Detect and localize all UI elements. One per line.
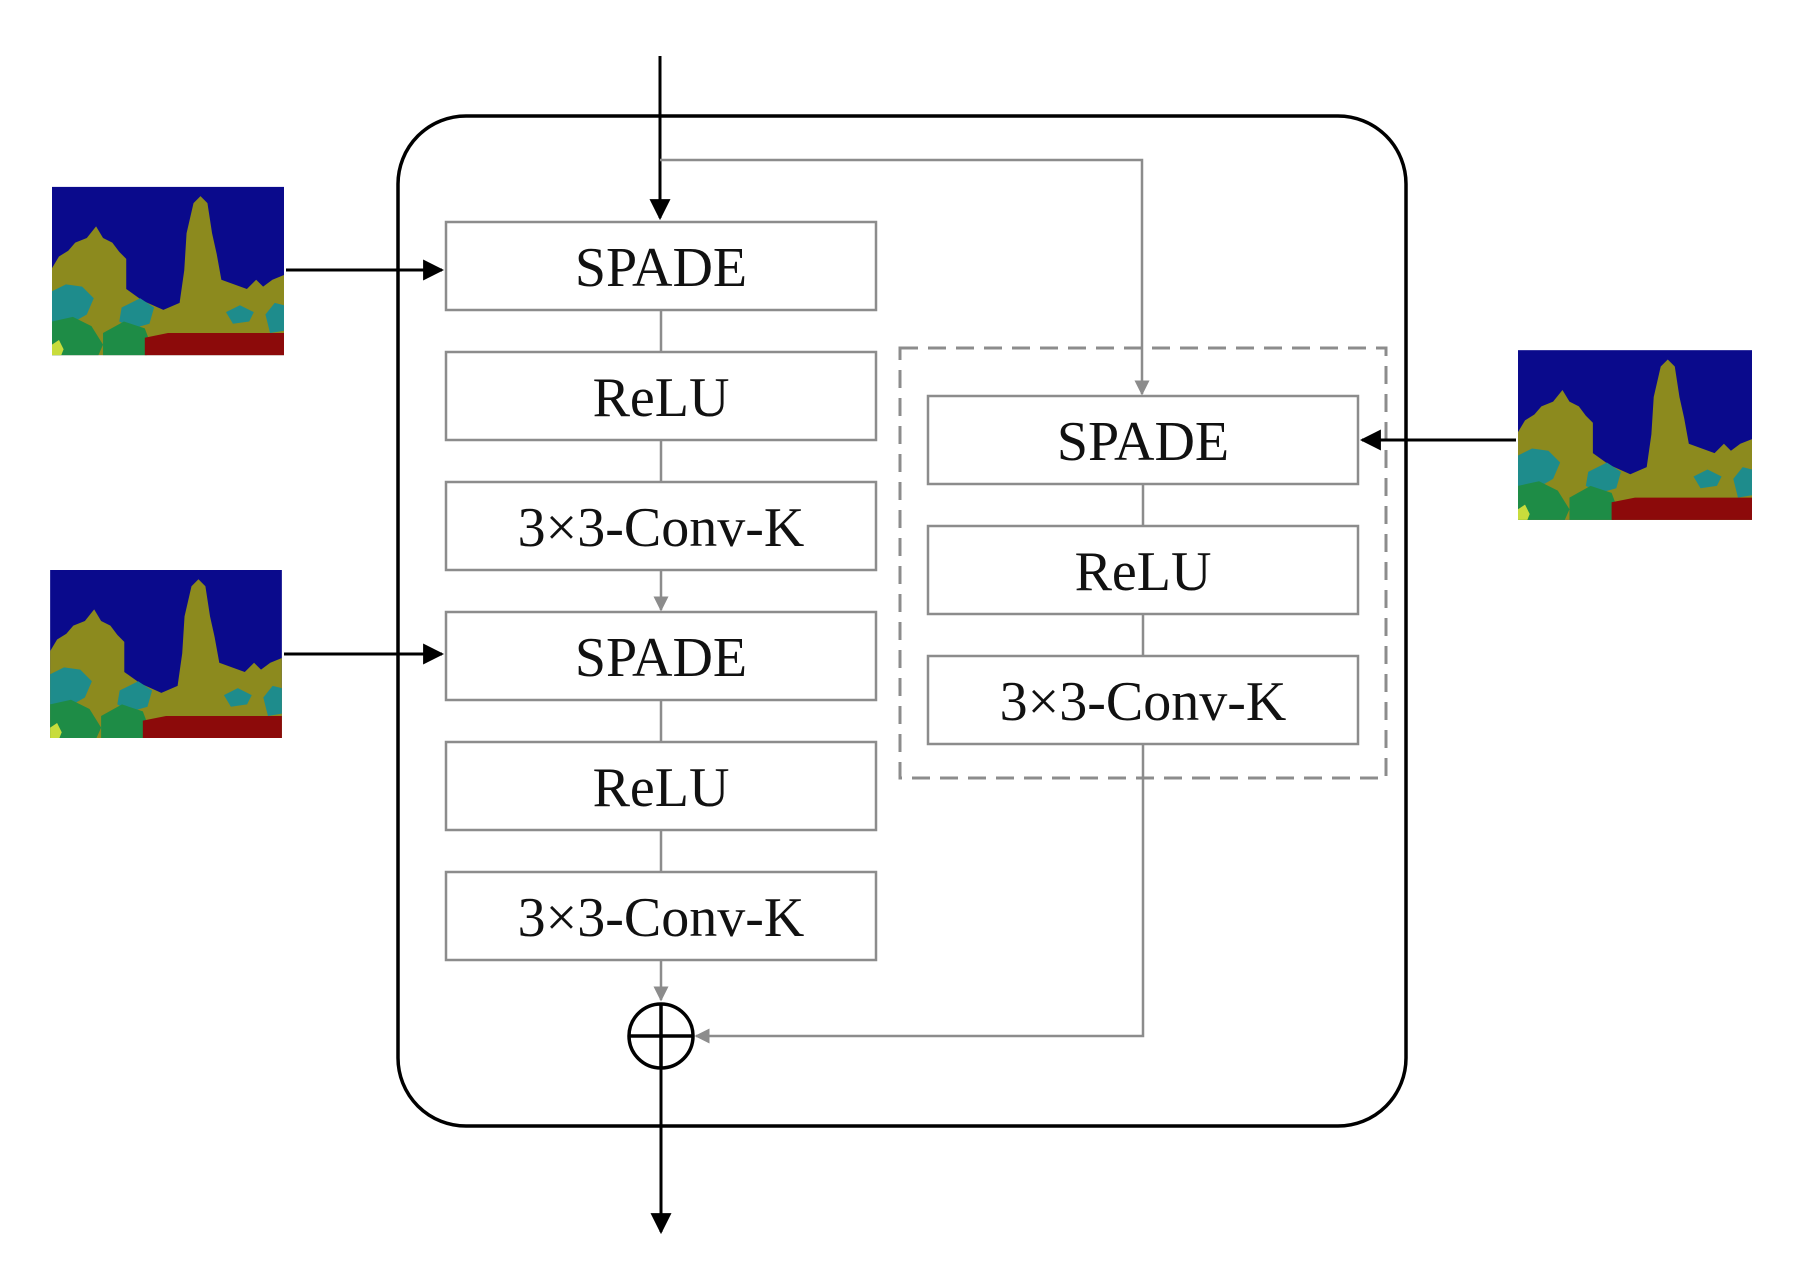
main-spade-2-block: SPADE	[444, 610, 878, 702]
shortcut-branch: SPADE ReLU 3×3-Conv-K	[694, 394, 1360, 1044]
main-spade-2-label: SPADE	[575, 627, 747, 689]
shortcut-relu-block: ReLU	[926, 524, 1360, 616]
main-relu-2-block: ReLU	[444, 740, 878, 832]
shortcut-spade-block: SPADE	[926, 394, 1360, 486]
shortcut-input-connector	[660, 158, 1150, 396]
shortcut-relu-label: ReLU	[1075, 541, 1212, 603]
segmentation-map-image-3	[1518, 350, 1752, 520]
segmentation-map-image-2	[50, 570, 282, 738]
shortcut-to-sum-connector	[694, 744, 1145, 1044]
shortcut-conv-label: 3×3-Conv-K	[1000, 671, 1287, 733]
main-conv-1-label: 3×3-Conv-K	[518, 497, 805, 559]
resblk-outer-frame	[396, 114, 1408, 1128]
main-conv-1-block: 3×3-Conv-K	[444, 480, 878, 572]
circle-plus-icon	[627, 1002, 695, 1070]
main-branch: SPADE ReLU 3×3-Conv-K SPADE ReLU 3×3-Con…	[444, 220, 878, 1002]
main-relu-2-label: ReLU	[593, 757, 730, 819]
main-spade-1-label: SPADE	[575, 237, 747, 299]
shortcut-spade-label: SPADE	[1057, 411, 1229, 473]
main-conv-2-block: 3×3-Conv-K	[444, 870, 878, 962]
main-spade-1-block: SPADE	[444, 220, 878, 312]
shortcut-conv-block: 3×3-Conv-K	[926, 654, 1360, 746]
main-conv-2-label: 3×3-Conv-K	[518, 887, 805, 949]
main-relu-1-block: ReLU	[444, 350, 878, 442]
main-relu-1-label: ReLU	[593, 367, 730, 429]
segmentation-map-image-1	[52, 186, 284, 356]
